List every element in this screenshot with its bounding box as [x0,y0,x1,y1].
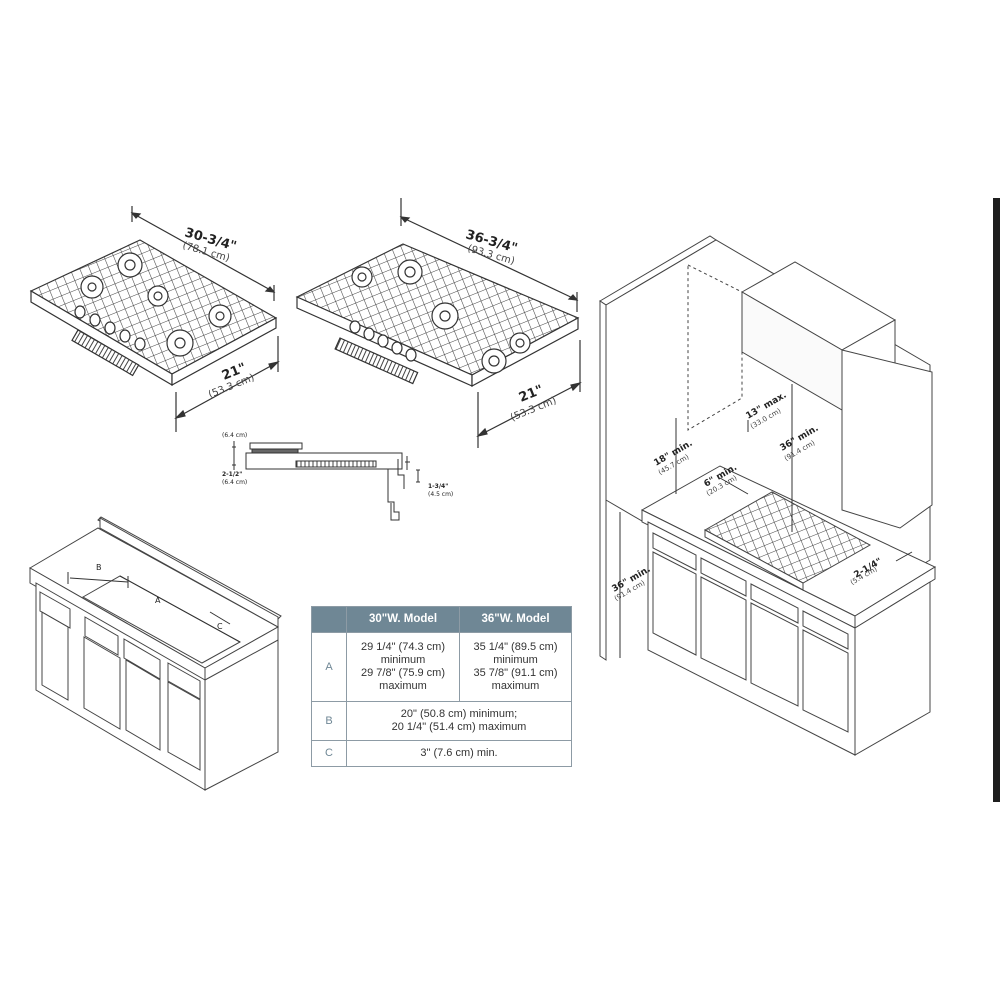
row-b-max-value: 20 1/4" (51.4 cm) maximum [391,721,527,733]
table-header-row: 30"W. Model 36"W. Model [311,606,572,633]
svg-text:2-1/2": 2-1/2" [222,471,242,478]
row-a-36-min-label: minimum [493,654,538,666]
row-b-min-value: 20" (50.8 cm) minimum; [400,708,518,720]
row-a-30-max-label: maximum [379,680,427,692]
side-profile-drawing [232,441,420,521]
cabinet-cutout-drawing [29,516,282,791]
table-row-b: B 20" (50.8 cm) minimum; 20 1/4" (51.4 c… [311,701,572,741]
cutout-dimensions-table: 30"W. Model 36"W. Model A 29 1/4" (74.3 … [311,606,572,767]
row-b-label: B [311,701,347,741]
svg-text:1-3/4": 1-3/4" [428,483,448,490]
row-a-30-min-label: minimum [380,654,426,666]
row-a-36-max-value: 35 7/8" (91.1 cm) [473,667,558,679]
row-c-value: 3" (7.6 cm) min. [420,747,498,759]
row-c-cell: 3" (7.6 cm) min. [346,740,572,767]
row-a-30-min-value: 29 1/4" (74.3 cm) [361,641,445,653]
row-c-label: C [311,740,347,767]
cooktop-30-drawing [29,206,280,432]
row-a-36-model-cell: 35 1/4" (89.5 cm) minimum 35 7/8" (91.1 … [459,632,572,702]
cabinet-cutout-labels: B A C [96,563,223,631]
table-row-a: A 29 1/4" (74.3 cm) minimum 29 7/8" (75.… [311,632,572,702]
row-a-30-model-cell: 29 1/4" (74.3 cm) minimum 29 7/8" (75.9 … [346,632,460,702]
table-row-c: C 3" (7.6 cm) min. [311,740,572,767]
installation-drawing [599,235,937,756]
svg-text:(6.4 cm): (6.4 cm) [222,432,247,439]
table-header-30-model: 30"W. Model [346,606,460,633]
svg-text:(6.4 cm): (6.4 cm) [222,479,247,486]
row-a-30-max-value: 29 7/8" (75.9 cm) [361,667,445,679]
svg-text:A: A [155,596,161,605]
cooktop-36-drawing [295,198,582,448]
row-b-cell: 20" (50.8 cm) minimum; 20 1/4" (51.4 cm)… [346,701,572,741]
page-edge-bar [993,198,1000,802]
row-a-36-max-label: maximum [491,680,540,692]
svg-text:C: C [217,622,223,631]
row-a-36-min-value: 35 1/4" (89.5 cm) [473,641,558,653]
table-header-36-model: 36"W. Model [459,606,572,633]
svg-text:B: B [96,563,102,572]
row-a-label: A [311,632,347,702]
side-profile-dimensions: (6.4 cm) 2-1/2" (6.4 cm) 1-3/4" (4.5 cm) [222,432,453,498]
table-header-blank [311,606,347,633]
svg-text:(4.5 cm): (4.5 cm) [428,491,453,498]
